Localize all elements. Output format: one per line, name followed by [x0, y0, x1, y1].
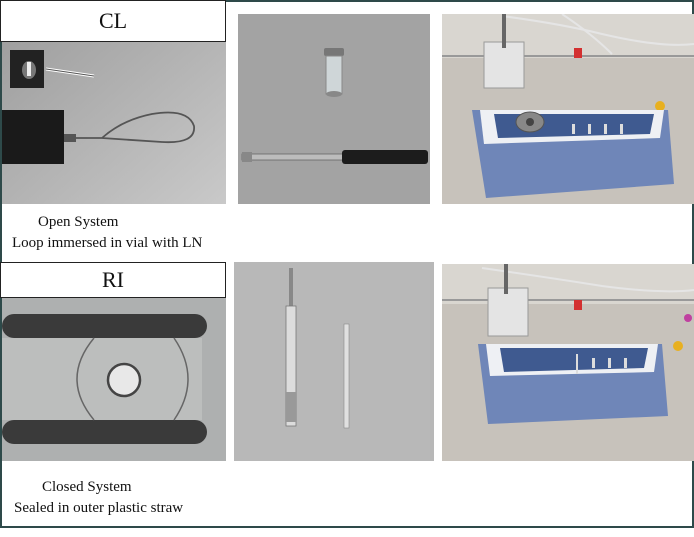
row1-caption-line1: Open System	[38, 214, 119, 230]
row1-caption-line2: Loop immersed in vial with LN	[12, 235, 203, 251]
row1-label: CL	[0, 0, 226, 42]
straws-photo	[234, 262, 434, 461]
dewar-photo-closed	[442, 264, 694, 461]
row2-label: RI	[0, 262, 226, 298]
row2-caption-line2: Sealed in outer plastic straw	[14, 500, 184, 516]
row2-caption-line1: Closed System	[42, 479, 132, 495]
vial-wand-photo	[238, 14, 430, 204]
straw-micrograph	[2, 296, 226, 461]
dewar-photo-open	[442, 14, 694, 204]
cryoloop-photo	[2, 14, 226, 204]
